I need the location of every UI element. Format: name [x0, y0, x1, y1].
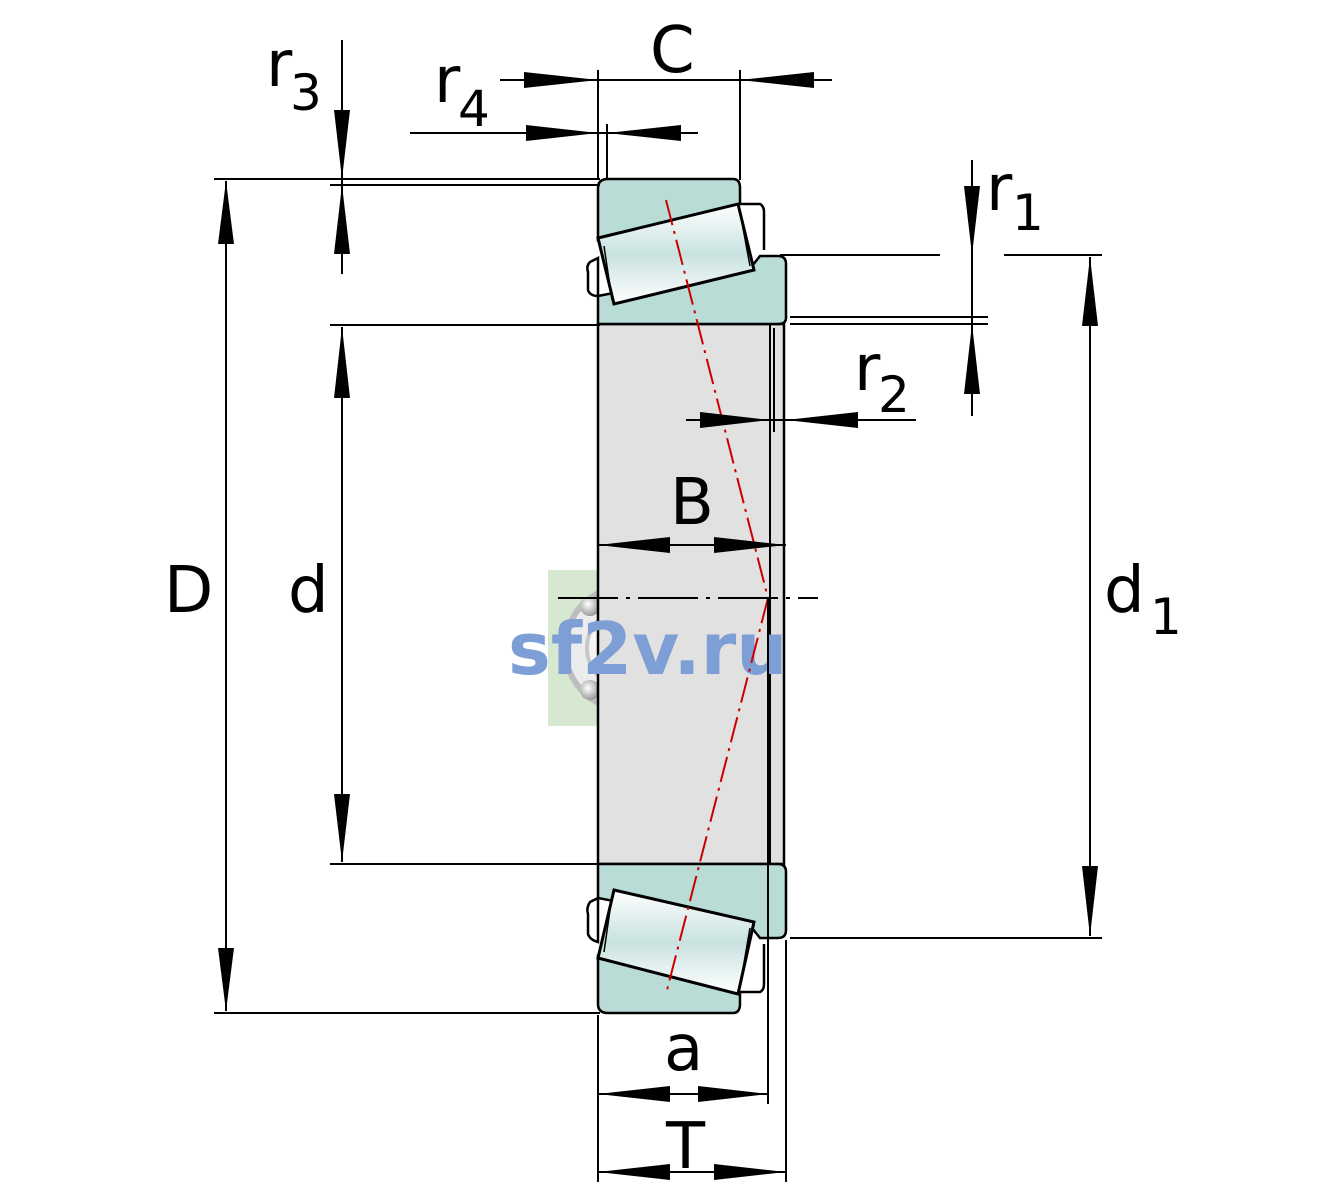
label-r1-sub: 1	[1012, 184, 1044, 242]
watermark-text: sf2v.ru	[508, 607, 787, 691]
label-r4: r	[434, 44, 461, 118]
label-d: d	[288, 554, 329, 628]
label-B: B	[670, 466, 714, 540]
label-a: a	[664, 1012, 703, 1086]
roller-top	[596, 202, 756, 306]
contact-angle-lines	[665, 199, 769, 995]
label-r3-sub: 3	[290, 64, 322, 122]
label-D: D	[164, 554, 213, 628]
label-r2: r	[854, 332, 881, 406]
label-d1-sub: 1	[1150, 588, 1182, 646]
label-T: T	[665, 1110, 706, 1184]
label-r4-sub: 4	[458, 80, 490, 138]
dimension-lines	[214, 40, 1102, 1182]
dimension-labels: C r 3 r 4 r 1 r 2 B D d d 1 a T	[164, 14, 1182, 1184]
label-C: C	[650, 14, 695, 88]
label-r2-sub: 2	[878, 366, 910, 424]
label-r1: r	[986, 152, 1013, 226]
label-d1: d	[1104, 554, 1145, 628]
inner-ring-bore	[596, 322, 786, 866]
roller-bottom	[596, 888, 756, 996]
bearing-section	[586, 177, 788, 1015]
label-r3: r	[266, 28, 293, 102]
arrowheads	[218, 72, 1098, 1180]
outer-ring-bottom	[596, 954, 742, 1015]
